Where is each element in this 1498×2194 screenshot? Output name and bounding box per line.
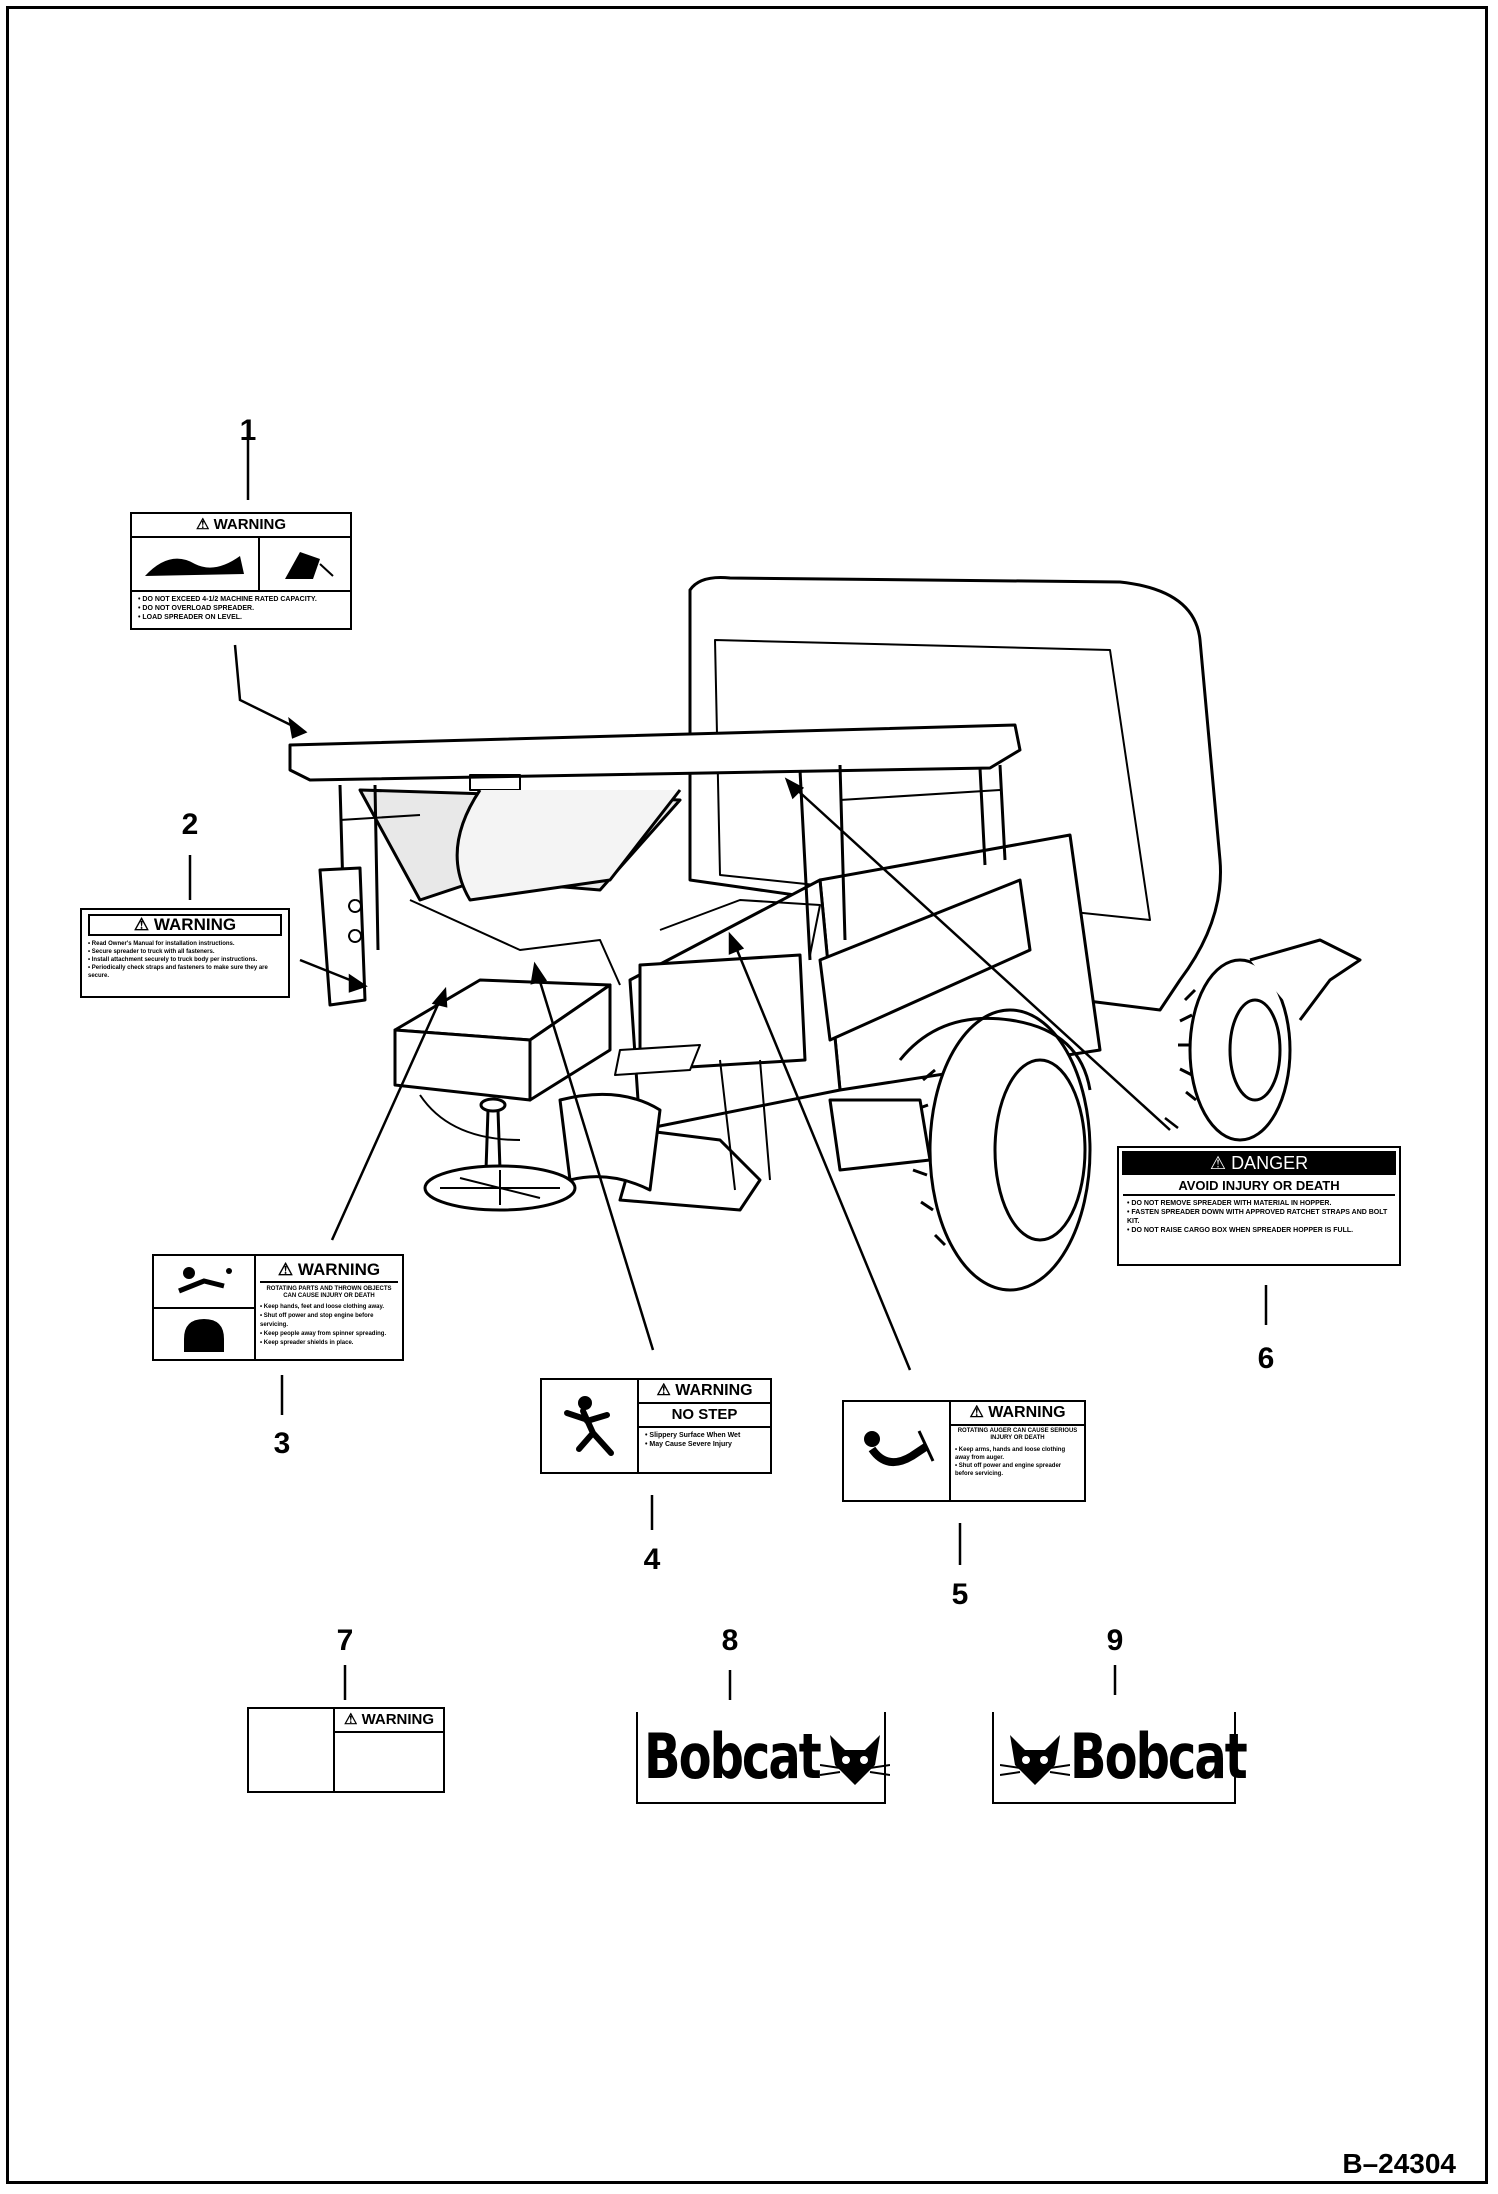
bucket-edge — [1249, 938, 1362, 1021]
warning-triangle-icon: ⚠ — [277, 1260, 294, 1279]
decal-6-line: • DO NOT RAISE CARGO BOX WHEN SPREADER H… — [1127, 1227, 1354, 1234]
warning-triangle-icon: ⚠ — [133, 915, 150, 934]
decal-9-brand: Bobcat — [1070, 1720, 1248, 1794]
decal-3-subhead: ROTATING PARTS AND THROWN OBJECTS CAN CA… — [266, 1286, 392, 1299]
callout-7: 7 — [336, 1624, 354, 1657]
decal-5-warning: ⚠ WARNING ROTATING AUGER CAN CAUSE SERIO… — [842, 1400, 1086, 1502]
decal-2-line: • Read Owner's Manual for installation i… — [88, 941, 235, 947]
decal-2-warning: ⚠ WARNING • Read Owner's Manual for inst… — [80, 908, 290, 998]
callout-9: 9 — [1106, 1624, 1124, 1657]
bobcat-head-logo-icon — [999, 1720, 1071, 1795]
spinner-shaft — [484, 1108, 502, 1172]
cab-window — [714, 639, 1151, 921]
decal-8-bobcat: Bobcat — [636, 1712, 890, 1804]
callout-2: 2 — [181, 808, 199, 841]
decal-6-danger: ⚠ DANGER AVOID INJURY OR DEATH • DO NOT … — [1117, 1146, 1401, 1266]
callout-5: 5 — [951, 1578, 969, 1611]
page-frame — [6, 6, 1488, 2184]
decal-9-bobcat: Bobcat — [992, 1712, 1248, 1804]
warning-triangle-icon: ⚠ — [343, 1711, 358, 1728]
overload-pictogram-icon — [132, 538, 260, 590]
hopper-lid — [288, 723, 1022, 782]
decal-2-header: WARNING — [153, 915, 237, 934]
thrown-objects-icon — [154, 1256, 254, 1309]
decal-4-line: • May Cause Severe Injury — [645, 1441, 732, 1448]
decal-5-line: • Keep arms, hands and loose clothing aw… — [955, 1447, 1066, 1461]
warning-triangle-icon: ⚠ — [195, 516, 210, 533]
callout-1: 1 — [239, 414, 257, 447]
center-panel — [638, 953, 807, 1072]
callout-3: 3 — [273, 1427, 291, 1460]
decal-3-header: WARNING — [297, 1260, 381, 1279]
front-tire — [911, 1008, 1092, 1292]
bobcat-head-logo-icon — [819, 1720, 890, 1795]
decal-6-line: • FASTEN SPREADER DOWN WITH APPROVED RAT… — [1127, 1209, 1388, 1225]
decal-5-header: WARNING — [988, 1404, 1066, 1421]
figure-id: B–24304 — [1342, 2148, 1456, 2179]
rotating-parts-icon — [154, 1309, 254, 1360]
slip-fall-icon — [542, 1380, 639, 1472]
decal-6-line: • DO NOT REMOVE SPREADER WITH MATERIAL I… — [1127, 1200, 1332, 1207]
decal-6-subhead: AVOID INJURY OR DEATH — [1123, 1178, 1395, 1196]
decal-4-subhead: NO STEP — [639, 1404, 770, 1428]
right-platform — [818, 878, 1032, 1042]
decal-3-line: • Keep spreader shields in place. — [260, 1340, 354, 1346]
deflector — [558, 1092, 662, 1192]
decal-1-line: • DO NOT EXCEED 4-1/2 MACHINE RATED CAPA… — [138, 596, 317, 603]
decal-8-brand: Bobcat — [644, 1720, 822, 1794]
decal-2-line: • Secure spreader to truck with all fast… — [88, 949, 215, 955]
warning-triangle-icon: ⚠ — [1209, 1153, 1227, 1173]
decal-3-line: • Shut off power and stop engine before … — [260, 1313, 374, 1328]
decal-1-header: WARNING — [213, 516, 287, 533]
decal-3-line: • Keep hands, feet and loose clothing aw… — [260, 1304, 385, 1310]
decal-5-subhead: ROTATING AUGER CAN CAUSE SERIOUS INJURY … — [957, 1428, 1078, 1441]
decal-1-warning: ⚠ WARNING • DO NOT EXCEED 4-1/2 MACHINE … — [130, 512, 352, 630]
decal-5-line: • Shut off power and engine spreader bef… — [955, 1463, 1062, 1477]
fender — [898, 1016, 1092, 1091]
decal-3-warning: ⚠ WARNING ROTATING PARTS AND THROWN OBJE… — [152, 1254, 404, 1361]
decal-3-line: • Keep people away from spinner spreadin… — [260, 1331, 387, 1337]
auger-entanglement-icon — [844, 1402, 951, 1500]
rear-tire — [1178, 958, 1292, 1142]
decal-1-line: • LOAD SPREADER ON LEVEL. — [138, 614, 242, 621]
decal-1-line: • DO NOT OVERLOAD SPREADER. — [138, 605, 255, 612]
warning-triangle-icon: ⚠ — [969, 1404, 984, 1421]
callout-8: 8 — [721, 1624, 739, 1657]
decal-2-line: • Install attachment securely to truck b… — [88, 957, 258, 963]
left-bracket — [318, 866, 367, 1007]
decal-7-warning: ⚠ WARNING — [247, 1707, 445, 1793]
decal-4-header: WARNING — [675, 1382, 753, 1399]
decal-4-line: • Slippery Surface When Wet — [645, 1432, 741, 1439]
tipping-machine-icon — [260, 538, 350, 590]
decal-4-warning: ⚠ WARNING NO STEP • Slippery Surface Whe… — [540, 1378, 772, 1474]
decal-7-header: WARNING — [361, 1711, 435, 1728]
warning-triangle-icon: ⚠ — [656, 1382, 671, 1399]
decal-2-line: • Periodically check straps and fastener… — [88, 965, 268, 979]
callout-6: 6 — [1257, 1342, 1275, 1375]
callout-4: 4 — [643, 1543, 661, 1576]
decal-6-header: DANGER — [1231, 1153, 1309, 1173]
